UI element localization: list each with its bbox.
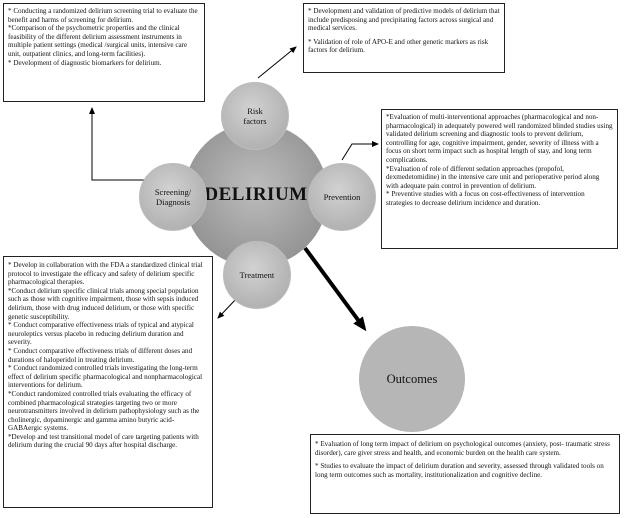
- treatment-item: * Conduct randomized controlled trials i…: [8, 364, 203, 390]
- risk-factors-circle: Risk factors: [221, 82, 289, 150]
- treatment-circle: Treatment: [223, 241, 291, 309]
- risk-item: * Development and validation of predicti…: [308, 7, 500, 33]
- treatment-item: * Conduct comparative effectiveness tria…: [8, 346, 193, 364]
- prevention-item: *Evaluation of role of different sedatio…: [386, 164, 600, 190]
- prevention-item: * Preventive studies with a focus on cos…: [386, 190, 585, 207]
- screening-diagnosis-label: Screening/ Diagnosis: [154, 187, 192, 207]
- treatment-item: * Develop in collaboration with the FDA …: [8, 261, 203, 287]
- delirium-label: DELIRIUM: [204, 184, 308, 205]
- screening-item: * Development of diagnostic biomarkers f…: [8, 58, 162, 67]
- outcomes-label: Outcomes: [386, 371, 438, 386]
- arrow-treatment: [217, 297, 238, 319]
- prevention-circle: Prevention: [308, 163, 376, 231]
- arrow-risk: [257, 46, 297, 79]
- prevention-box: *Evaluation of multi-interventional appr…: [381, 109, 618, 249]
- outcomes-item: * Evaluation of long term impact of deli…: [315, 440, 610, 457]
- treatment-item: *Conduct delirium specific clinical tria…: [8, 286, 199, 321]
- screening-diagnosis-circle: Screening/ Diagnosis: [139, 163, 207, 231]
- screening-box: * Conducting a randomized delirium scree…: [3, 3, 205, 102]
- treatment-item: * Conduct comparative effectiveness tria…: [8, 321, 194, 347]
- treatment-item: *Develop and test transitional model of …: [8, 432, 199, 450]
- outcomes-item: * Studies to evaluate the impact of deli…: [315, 462, 604, 479]
- arrow-outcomes: [303, 246, 367, 332]
- risk-item: * Validation of role of APO-E and other …: [308, 37, 489, 55]
- prevention-item: *Evaluation of multi-interventional appr…: [386, 113, 613, 164]
- risk-factors-label: Risk factors: [243, 106, 267, 126]
- arrow-prevention: [341, 141, 379, 161]
- treatment-item: *Conduct randomized controlled trials ev…: [8, 389, 200, 433]
- treatment-label: Treatment: [239, 270, 275, 280]
- treatment-box: * Develop in collaboration with the FDA …: [3, 256, 213, 508]
- risk-box: * Development and validation of predicti…: [303, 3, 505, 73]
- outcomes-circle: Outcomes: [359, 326, 465, 432]
- screening-item: * Conducting a randomized delirium scree…: [8, 7, 198, 24]
- arrow-screening: [89, 107, 150, 181]
- outcomes-box: * Evaluation of long term impact of deli…: [310, 434, 620, 514]
- screening-item: *Comparison of the psychometric properti…: [8, 24, 188, 58]
- prevention-label: Prevention: [323, 192, 361, 202]
